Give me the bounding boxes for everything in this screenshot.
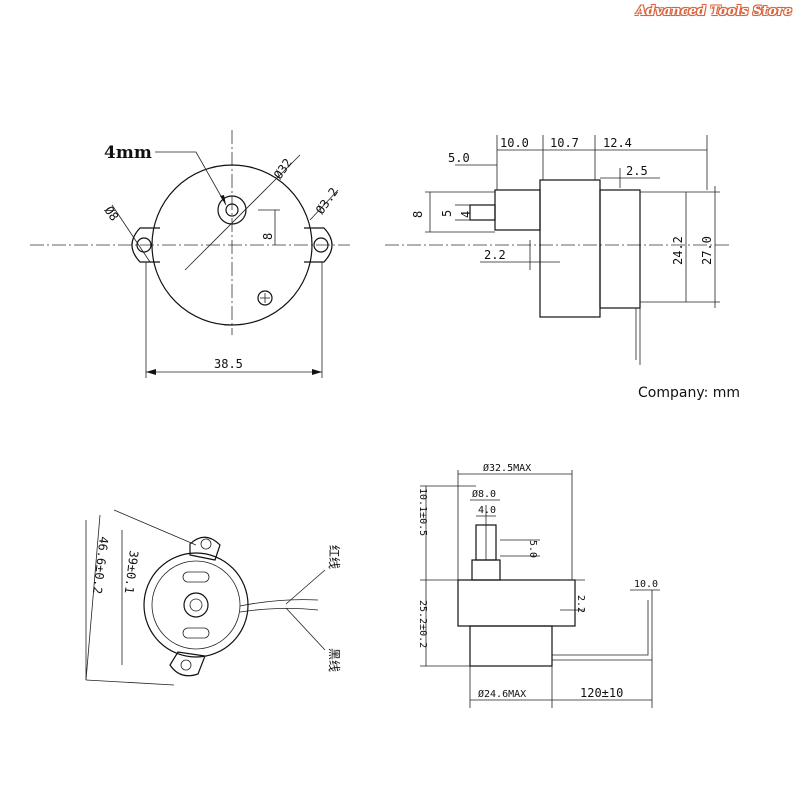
side-view [385,135,730,365]
flat-width-label-2: 4.0 [478,505,496,516]
black-wire-label: 黑线 [327,648,341,672]
motor-can [599,189,641,309]
shoulder-label-2: 2.2 [575,595,586,613]
profile-housing [457,579,576,627]
sketch-top-ear [189,536,221,561]
shaft-tip [469,204,496,221]
flat-width-label: 4 [459,211,473,218]
flange-gap-label: 2.5 [626,164,648,178]
small-hole-label: Ø8 [102,204,122,224]
shaft-size-label: 4mm [104,143,152,163]
shaft-body [494,189,541,231]
sketch-body [143,552,249,658]
store-watermark: Advanced Tools Store [636,4,792,19]
flat-height-label: 5 [440,210,454,217]
offset-label: 8 [261,233,275,240]
gear-housing [539,179,601,318]
inner-spacing-label: 39±0.1 [122,550,141,595]
max-diameter-label: Ø32.5MAX [483,462,531,474]
unit-note: Company: mm [638,385,741,401]
outer-spacing-label: 46.6±0.2 [90,536,111,595]
dim-10-7: 10.7 [550,136,579,150]
shaft-diameter-label: Ø8.0 [472,488,496,500]
mount-hole-label: Ø3.2 [313,185,341,217]
right-ear [304,227,333,263]
front-view [30,130,350,378]
shoulder-label: 2.2 [484,248,506,262]
left-ear [131,227,160,263]
base-diameter-label: Ø24.6MAX [478,688,526,700]
red-wire-label: 红线 [327,545,342,569]
profile-view [420,470,660,708]
profile-can [469,625,553,667]
shaft-height-label: 8 [411,211,425,218]
shaft-length-label: 5.0 [448,151,470,165]
shaft-boss [217,195,247,225]
dim-10-0: 10.0 [500,136,529,150]
profile-shaft-base [471,559,501,581]
width-label: 38.5 [214,357,243,371]
photo-sketch [85,509,326,686]
dim-12-4: 12.4 [603,136,632,150]
sketch-bottom-ear [169,651,206,677]
strip-length-label: 10.0 [634,579,658,590]
lead-length-label: 120±10 [580,686,623,700]
shaft-length-label-2: 10.1±0.5 [417,488,428,536]
body-inner-label: 24.2 [671,236,685,265]
body-height-label: 25.2±0.2 [417,600,428,648]
motor-body-outline [151,164,313,326]
screw-head [257,290,273,306]
body-outer-label: 27.0 [700,236,714,265]
flat-height-label-2: 5.0 [527,540,538,558]
